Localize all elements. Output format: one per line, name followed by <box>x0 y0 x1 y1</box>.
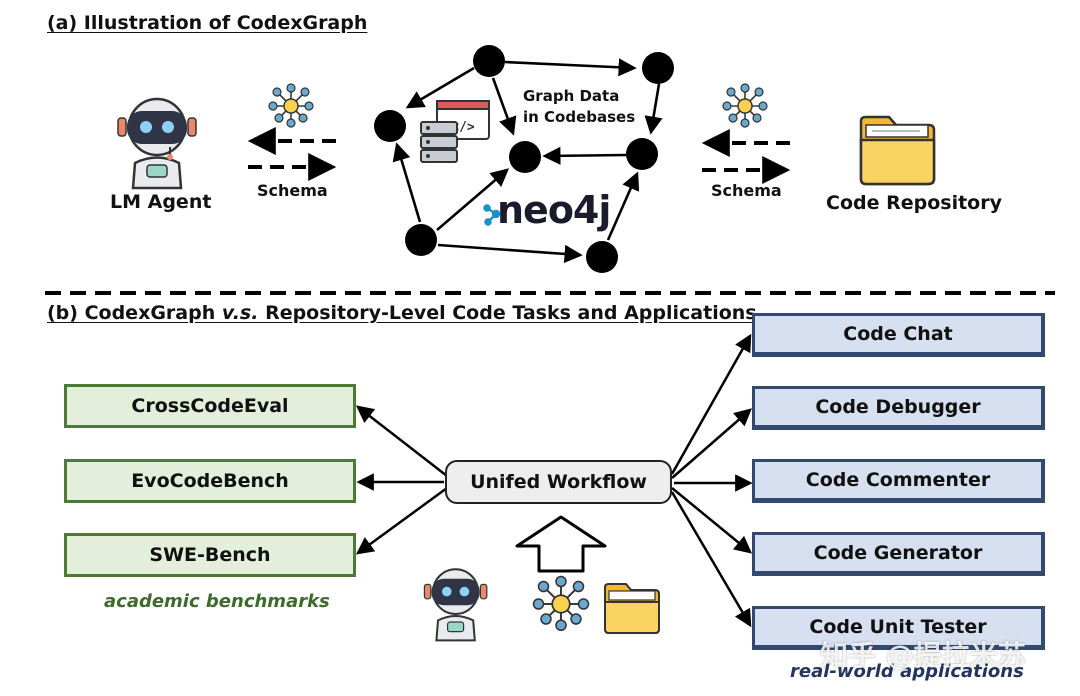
app-box-code-generator: Code Generator <box>752 532 1045 576</box>
watermark-text: 知乎 @提拉米苏 <box>820 639 1026 672</box>
code-repository-label: Code Repository <box>826 192 1002 214</box>
app-box-code-commenter: Code Commenter <box>752 459 1045 503</box>
app-box-code-debugger: Code Debugger <box>752 386 1045 430</box>
robot-icon <box>117 97 197 190</box>
benchmark-box-swe-bench: SWE-Bench <box>64 533 356 577</box>
workflow-to-apps-arrows <box>670 333 753 628</box>
section-b-title-italic: v.s. <box>221 302 259 324</box>
graph-nodes <box>374 45 674 273</box>
schema-arrows-left <box>247 127 337 181</box>
section-b-title: (b) CodexGraph v.s. Repository-Level Cod… <box>47 302 757 324</box>
hub-icon <box>268 83 314 128</box>
up-arrow-icon <box>515 515 607 573</box>
schema-arrows-right <box>701 129 791 184</box>
neo4j-logo-text: neo4j <box>497 188 611 232</box>
hub-icon <box>722 83 768 128</box>
graph-data-label: Graph Data in Codebases <box>523 86 635 128</box>
app-box-code-unit-tester: Code Unit Tester <box>752 606 1045 650</box>
benchmark-box-crosscodeeval: CrossCodeEval <box>64 384 356 428</box>
neo4j-logo-mark <box>483 204 501 226</box>
academic-benchmarks-caption: academic benchmarks <box>104 591 330 612</box>
robot-icon <box>423 568 488 642</box>
graph-edges <box>392 58 663 263</box>
graph-data-line2: in Codebases <box>523 108 636 126</box>
section-a-title: (a) Illustration of CodexGraph <box>47 12 368 34</box>
app-box-code-chat: Code Chat <box>752 313 1045 357</box>
schema-label-left: Schema <box>257 181 328 200</box>
lm-agent-label: LM Agent <box>110 191 212 213</box>
folder-icon <box>859 115 936 186</box>
folder-icon <box>604 583 660 634</box>
graph-data-line1: Graph Data <box>523 87 620 105</box>
section-b-title-prefix: (b) CodexGraph <box>47 302 222 324</box>
section-b-title-suffix: Repository-Level Code Tasks and Applicat… <box>258 302 757 324</box>
unified-workflow-box: Unifed Workflow <box>445 460 672 504</box>
benchmark-box-evocodebench: EvoCodeBench <box>64 459 356 503</box>
code-server-icon: </> <box>420 100 490 163</box>
workflow-to-benchmarks-arrows <box>355 405 448 555</box>
schema-label-right: Schema <box>711 181 782 200</box>
hub-icon <box>532 575 590 631</box>
real-world-applications-caption: real-world applications <box>790 661 1024 682</box>
